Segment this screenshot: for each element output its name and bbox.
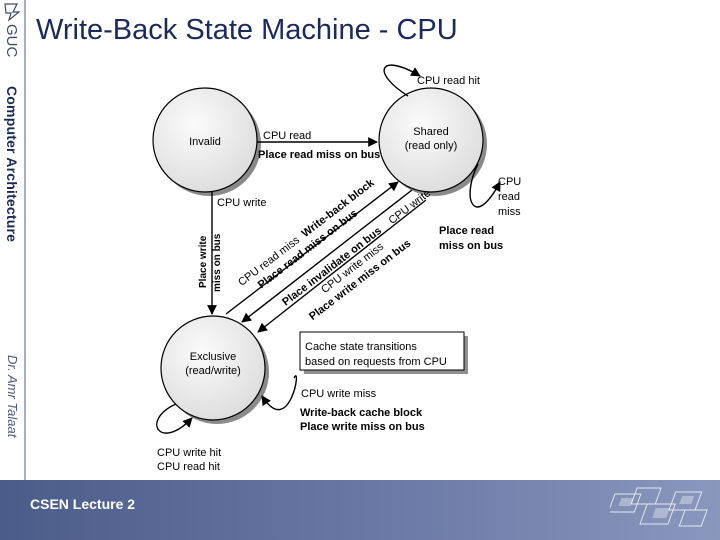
logo-emblem-icon — [4, 3, 21, 22]
legend-line-1: Cache state transitions — [305, 341, 417, 353]
label-invalid-shared-action: Place read miss on bus — [258, 149, 380, 161]
label-excl-write-miss-action-2: Place write miss on bus — [300, 421, 425, 433]
state-exclusive-sublabel: (read/write) — [185, 365, 241, 377]
label-shared-miss-1: CPU — [498, 176, 521, 188]
label-invalid-exclusive-action-1: Place write — [198, 235, 209, 288]
slide-title: Write-Back State Machine - CPU — [36, 14, 458, 46]
label-shared-write-event: CPU write — [386, 187, 433, 227]
label-shared-miss-3: miss — [498, 206, 521, 218]
footer-decoration-icon — [610, 487, 708, 527]
logo-text: GUC — [3, 24, 20, 58]
loop-exclusive-write-miss — [261, 375, 298, 411]
state-shared — [378, 87, 484, 193]
legend-line-2: based on requests from CPU — [305, 356, 447, 368]
footer-bar: CSEN Lecture 2 — [0, 480, 720, 540]
arrow-shared-write-to-exclusive — [241, 189, 413, 323]
loop-shared-read-hit — [383, 64, 421, 97]
label-invalid-exclusive-action-2: miss on bus — [212, 233, 223, 292]
state-exclusive — [160, 315, 266, 421]
label-excl-hit-2: CPU read hit — [157, 461, 220, 473]
label-excl-hit-1: CPU write hit — [157, 447, 221, 459]
footer-lecture-label: CSEN Lecture 2 — [30, 496, 136, 512]
sidebar-divider — [24, 0, 26, 480]
state-shared-sublabel: (read only) — [405, 140, 458, 152]
label-shared-read-hit: CPU read hit — [417, 75, 480, 87]
label-excl-write-miss-event: CPU write miss — [301, 388, 377, 400]
label-invalid-shared-event: CPU read — [263, 130, 311, 142]
label-invalid-exclusive-event: CPU write — [217, 197, 267, 209]
sidebar-course-title: Computer Architecture — [4, 86, 20, 243]
label-shared-miss-action-1: Place read — [439, 225, 494, 237]
state-invalid — [152, 87, 258, 193]
legend-box — [299, 331, 465, 371]
label-excl-write-miss-action-1: Write-back cache block — [300, 407, 423, 419]
label-shared-miss-action-2: miss on bus — [439, 240, 503, 252]
sidebar-author: Dr. Amr Talaat — [5, 355, 20, 438]
state-exclusive-label: Exclusive — [190, 351, 236, 363]
state-invalid-label: Invalid — [189, 136, 221, 148]
label-shared-miss-2: read — [498, 191, 520, 203]
loop-exclusive-hits — [156, 403, 193, 434]
sidebar: GUC Computer Architecture Dr. Amr Talaat — [0, 0, 24, 480]
loop-shared-read-miss — [469, 163, 501, 208]
state-shared-label: Shared — [413, 126, 448, 138]
guc-logo: GUC — [3, 3, 21, 58]
state-machine-diagram: Invalid Shared (read only) Exclusive (re… — [152, 64, 521, 473]
arrow-shared-write-miss-to-exclusive — [257, 199, 427, 333]
arrow-exclusive-to-shared — [225, 181, 399, 315]
